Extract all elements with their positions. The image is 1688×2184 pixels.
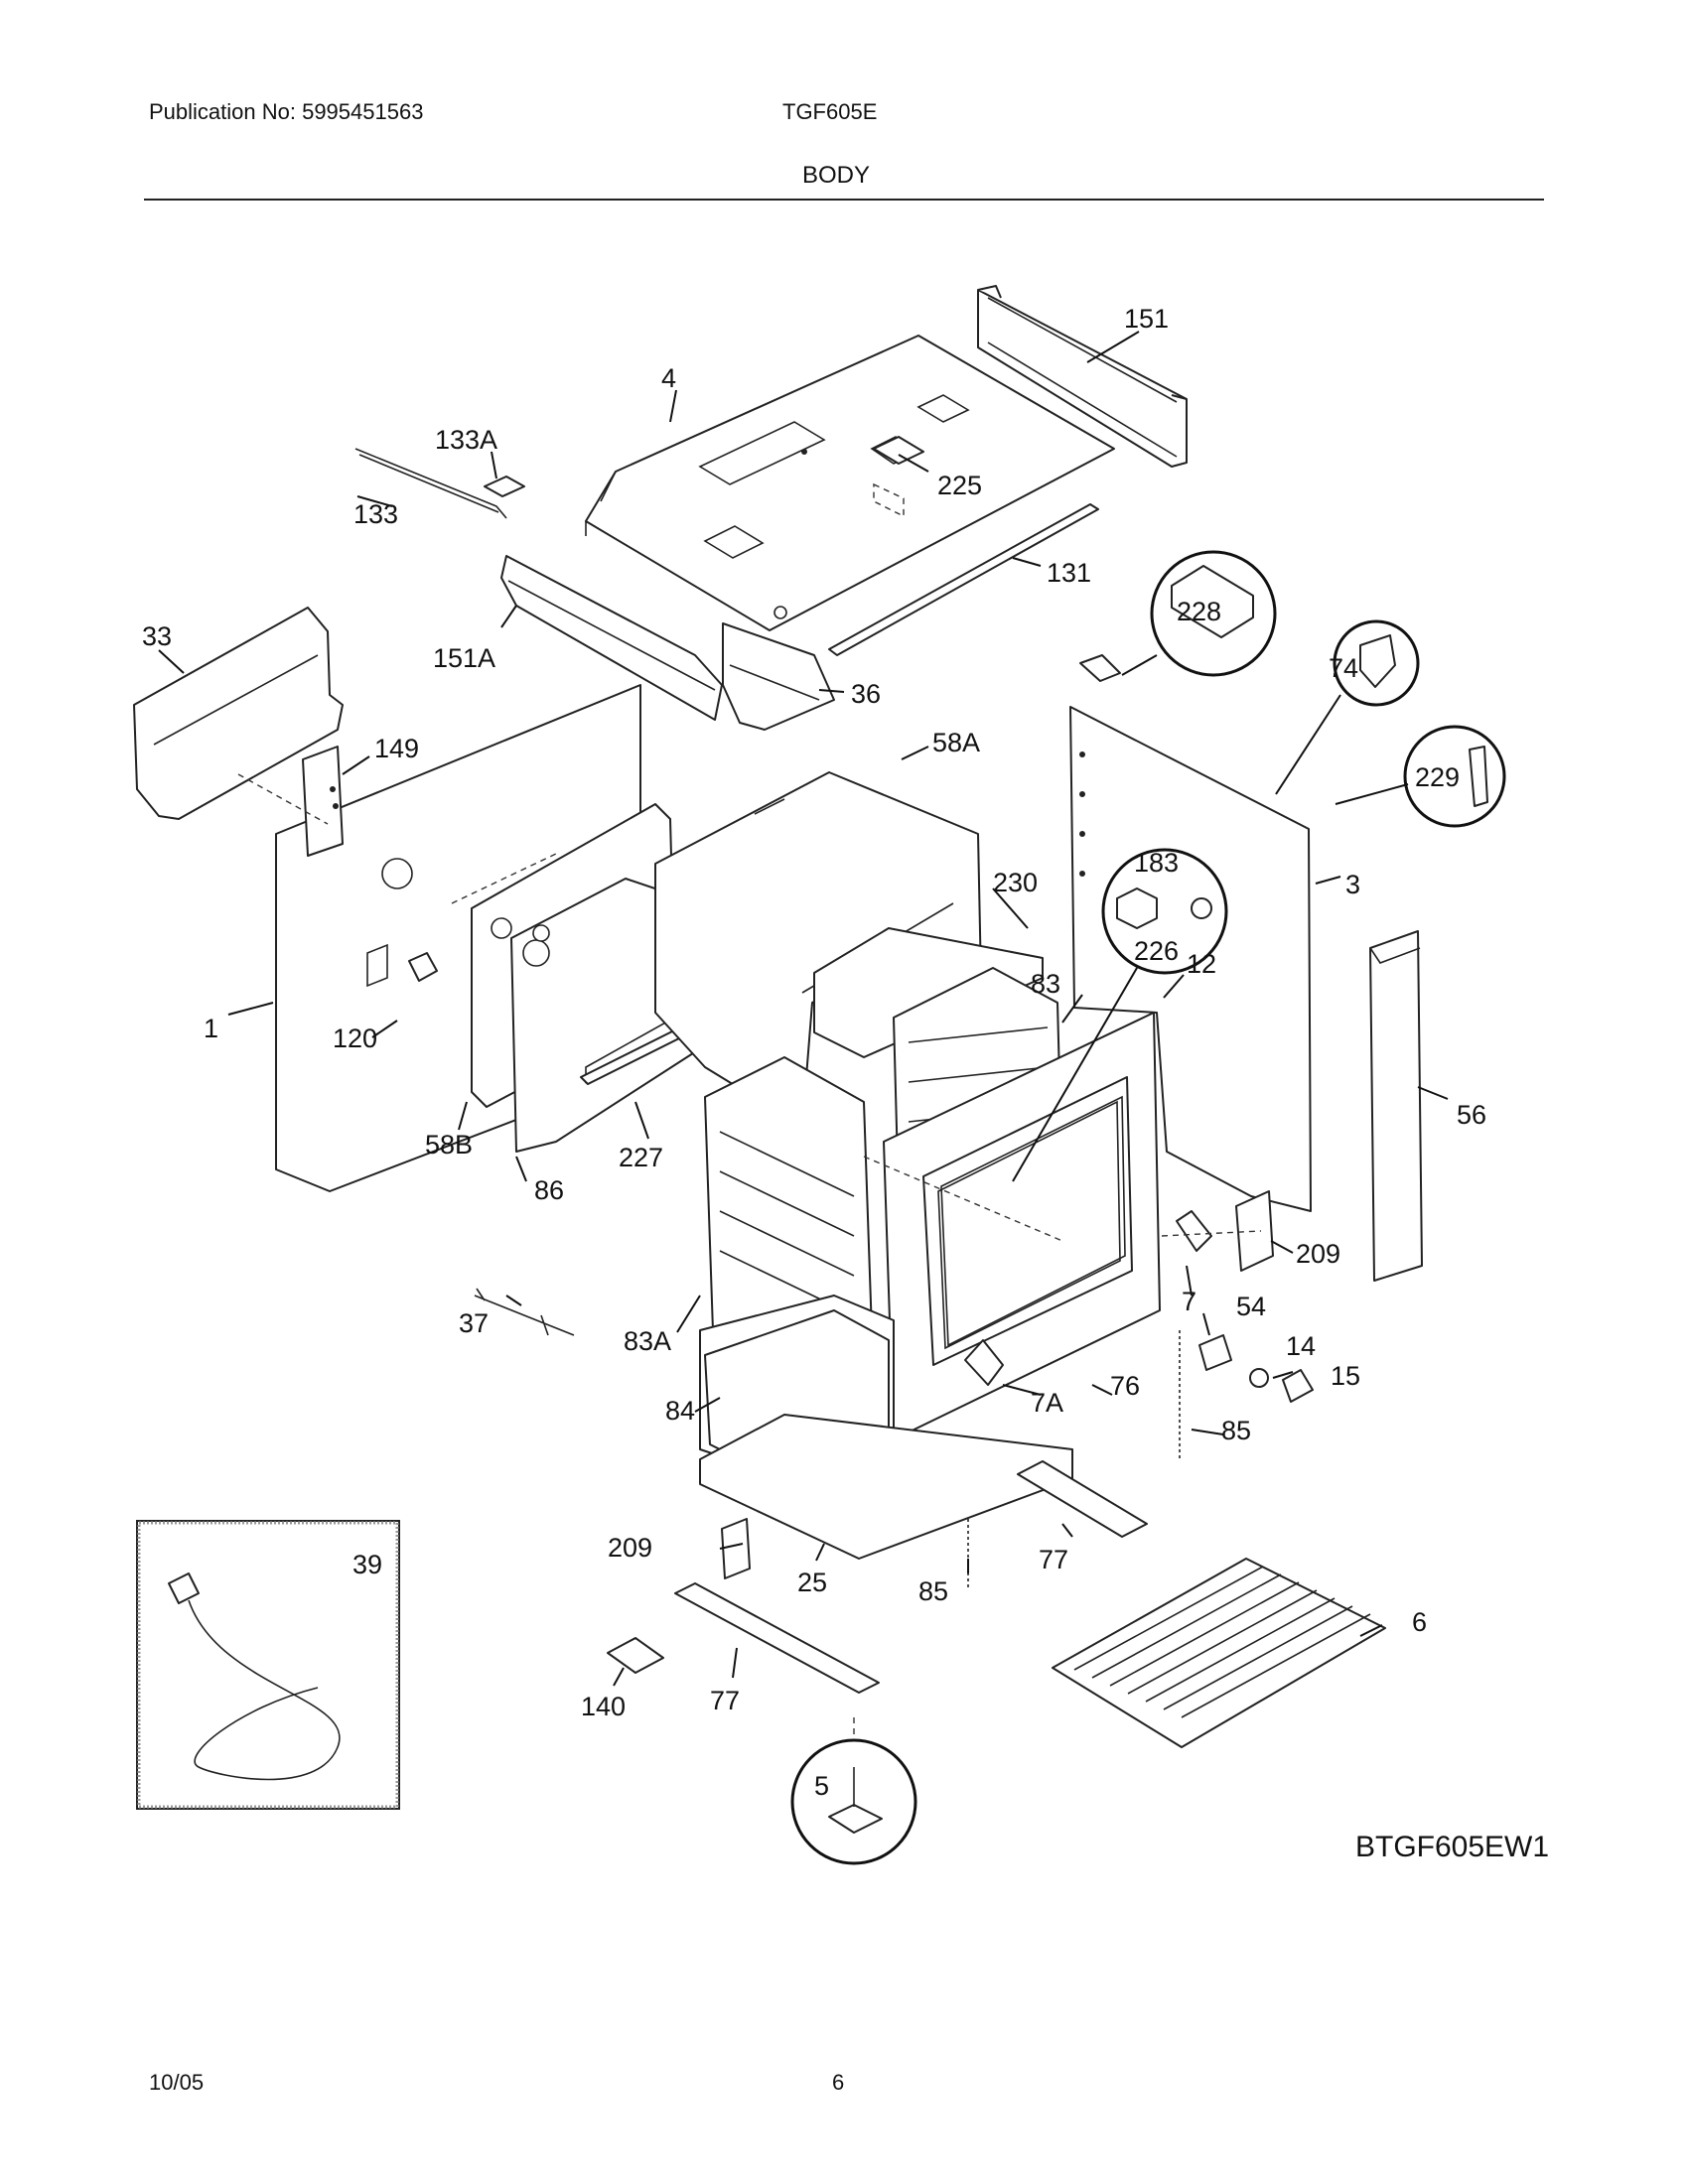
- part-133A-clip: [484, 476, 525, 497]
- callout-83: 83: [1031, 969, 1060, 999]
- part-230-panel: [813, 927, 1044, 1058]
- callout-151: 151: [1124, 304, 1169, 334]
- callout-14: 14: [1286, 1331, 1316, 1361]
- callout-5: 5: [814, 1771, 829, 1801]
- callout-33: 33: [142, 621, 172, 651]
- detail-circle-228: [1121, 550, 1277, 677]
- part-14-lamp-cover: [1249, 1368, 1269, 1388]
- callout-183: 183: [1134, 848, 1179, 878]
- part-36-duct: [722, 622, 835, 731]
- part-151-vent-trim: [977, 285, 1188, 468]
- callout-54: 54: [1236, 1292, 1266, 1321]
- diagram-code: BTGF605EW1: [1355, 1831, 1549, 1863]
- part-54-lamp-socket: [1198, 1334, 1232, 1371]
- callout-229: 229: [1415, 762, 1460, 792]
- callout-85-left: 85: [918, 1576, 948, 1606]
- callout-225: 225: [937, 471, 982, 500]
- detail-circle-183: [1012, 848, 1228, 1182]
- part-37-sensor: [474, 1288, 575, 1336]
- part-228-bracket: [1079, 654, 1121, 682]
- callout-37: 37: [459, 1308, 489, 1338]
- callout-120: 120: [333, 1024, 377, 1053]
- part-225-pad: [873, 436, 924, 465]
- callout-226: 226: [1134, 936, 1179, 966]
- callout-15: 15: [1331, 1361, 1360, 1391]
- callout-25: 25: [797, 1568, 827, 1597]
- callout-83A: 83A: [624, 1326, 671, 1356]
- inset-39-power-cord: [136, 1520, 400, 1810]
- callout-84: 84: [665, 1396, 695, 1426]
- callout-133A: 133A: [435, 425, 497, 455]
- part-120-bracket: [408, 952, 438, 982]
- callout-1: 1: [204, 1014, 218, 1043]
- callout-77-right: 77: [1039, 1545, 1068, 1574]
- part-56-trim-strip: [1369, 930, 1423, 1282]
- part-7A-hinge: [964, 1339, 1004, 1386]
- header-rule: [144, 199, 1544, 201]
- part-77-rail-right: [1017, 1460, 1148, 1538]
- callout-36: 36: [851, 679, 881, 709]
- model-number: TGF605E: [782, 99, 878, 124]
- callout-3: 3: [1345, 870, 1360, 899]
- callout-133: 133: [353, 499, 398, 529]
- callout-140: 140: [581, 1692, 626, 1721]
- callout-77-lower: 77: [710, 1686, 740, 1715]
- callout-227: 227: [619, 1143, 663, 1172]
- callout-86: 86: [534, 1175, 564, 1205]
- callout-209-left: 209: [608, 1533, 652, 1563]
- publication-date: 10/05: [149, 2070, 205, 2095]
- detail-circle-229: [1335, 725, 1506, 828]
- section-title: BODY: [802, 162, 871, 189]
- part-133-rod: [354, 448, 507, 519]
- part-77-rail-lower: [674, 1582, 880, 1694]
- publication-number: Publication No: 5995451563: [149, 99, 424, 124]
- callout-7A: 7A: [1031, 1388, 1063, 1418]
- callout-12: 12: [1187, 949, 1216, 979]
- callout-230: 230: [993, 868, 1038, 897]
- part-25-bottom-panel: [699, 1414, 1073, 1560]
- part-33-rear-cover: [133, 607, 344, 820]
- callout-131: 131: [1047, 558, 1091, 588]
- callout-56: 56: [1457, 1100, 1486, 1130]
- part-15-lamp-bulb: [1282, 1369, 1314, 1403]
- callout-7: 7: [1182, 1287, 1196, 1316]
- callout-6: 6: [1412, 1607, 1427, 1637]
- callout-228: 228: [1177, 597, 1221, 626]
- callout-151A: 151A: [433, 643, 495, 673]
- part-131-rail: [828, 503, 1099, 656]
- callout-85-right: 85: [1221, 1416, 1251, 1445]
- part-76-front-frame: [883, 1012, 1161, 1440]
- detail-circle-74: [1275, 619, 1420, 795]
- callout-74: 74: [1329, 653, 1358, 683]
- callout-labels: 151 4 133A 225 133 131 228 33 151A 36 74…: [142, 304, 1486, 1801]
- page-number: 6: [832, 2070, 845, 2095]
- callout-4: 4: [661, 363, 676, 393]
- callout-209-right: 209: [1296, 1239, 1340, 1269]
- callout-58A: 58A: [932, 728, 980, 757]
- detail-circle-5: [790, 1738, 917, 1865]
- part-140-clip: [607, 1637, 664, 1674]
- callout-39: 39: [352, 1550, 382, 1579]
- part-6-oven-rack: [1052, 1558, 1386, 1748]
- callout-76: 76: [1110, 1371, 1140, 1401]
- callout-leaders: [158, 331, 1449, 1687]
- assembly-guide-lines: [237, 773, 1262, 1777]
- part-12-gasket: [940, 1095, 1126, 1347]
- part-7-hinge: [1176, 1210, 1212, 1252]
- part-209-bracket-left: [721, 1518, 751, 1579]
- part-151A-trim: [500, 555, 723, 721]
- callout-149: 149: [374, 734, 419, 763]
- callout-58B: 58B: [425, 1130, 473, 1160]
